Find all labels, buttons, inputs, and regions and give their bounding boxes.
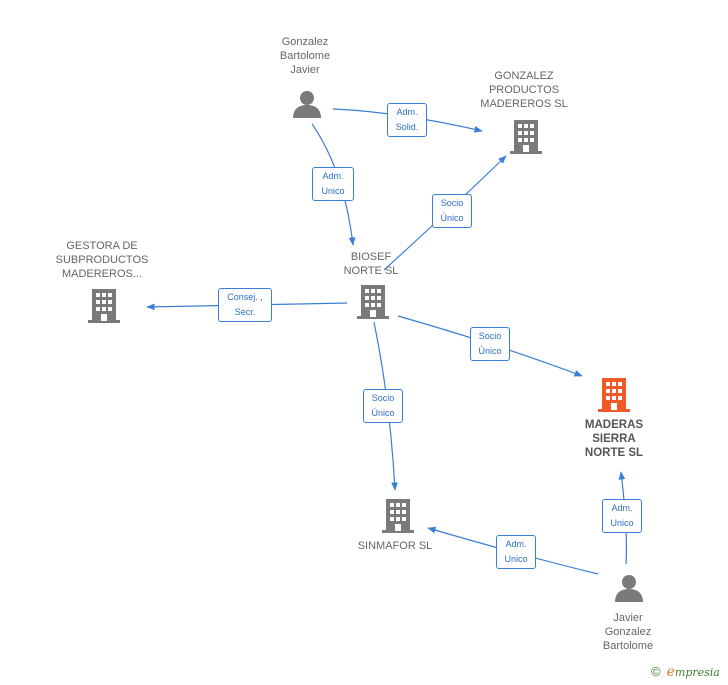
edge-label-adm-unico[interactable]: Adm. Unico bbox=[496, 535, 536, 569]
edge-label-adm-unico[interactable]: Adm. Unico bbox=[602, 499, 642, 533]
building-icon-highlighted[interactable] bbox=[598, 376, 630, 417]
edge-label-socio-unico[interactable]: Socio Único bbox=[363, 389, 403, 423]
person-icon[interactable] bbox=[614, 574, 644, 607]
edge-label-consej-secr[interactable]: Consej. , Secr. bbox=[218, 288, 272, 322]
brand-logo-e: e bbox=[666, 664, 675, 680]
node-label-javier-gonzalez-bartolome[interactable]: Javier Gonzalez Bartolome bbox=[602, 612, 654, 652]
brand-logo-text: mpresia bbox=[674, 666, 720, 679]
edge-label-adm-solid[interactable]: Adm. Solid. bbox=[387, 103, 427, 137]
edge-label-socio-unico[interactable]: Socio Único bbox=[470, 327, 510, 361]
edge-label-adm-unico[interactable]: Adm. Unico bbox=[312, 167, 354, 201]
node-label-gestora[interactable]: GESTORA DE SUBPRODUCTOS MADEREROS... bbox=[55, 240, 149, 280]
building-icon[interactable] bbox=[357, 283, 389, 324]
edge-label-socio-unico[interactable]: Socio Único bbox=[432, 194, 472, 228]
person-icon[interactable] bbox=[292, 90, 322, 123]
building-icon[interactable] bbox=[510, 118, 542, 159]
node-label-biosef[interactable]: BIOSEF NORTE SL bbox=[343, 251, 399, 277]
footer-brand: © empresia bbox=[651, 664, 720, 680]
building-icon[interactable] bbox=[88, 287, 120, 328]
copyright-icon: © bbox=[651, 664, 661, 679]
node-label-maderas-sierra[interactable]: MADERAS SIERRA NORTE SL bbox=[584, 419, 644, 459]
node-label-gonzalez-bartolome-javier[interactable]: Gonzalez Bartolome Javier bbox=[279, 36, 331, 76]
node-label-sinmafor[interactable]: SINMAFOR SL bbox=[357, 540, 433, 552]
node-label-gonzalez-productos[interactable]: GONZALEZ PRODUCTOS MADEREROS SL bbox=[480, 70, 568, 110]
building-icon[interactable] bbox=[382, 497, 414, 538]
